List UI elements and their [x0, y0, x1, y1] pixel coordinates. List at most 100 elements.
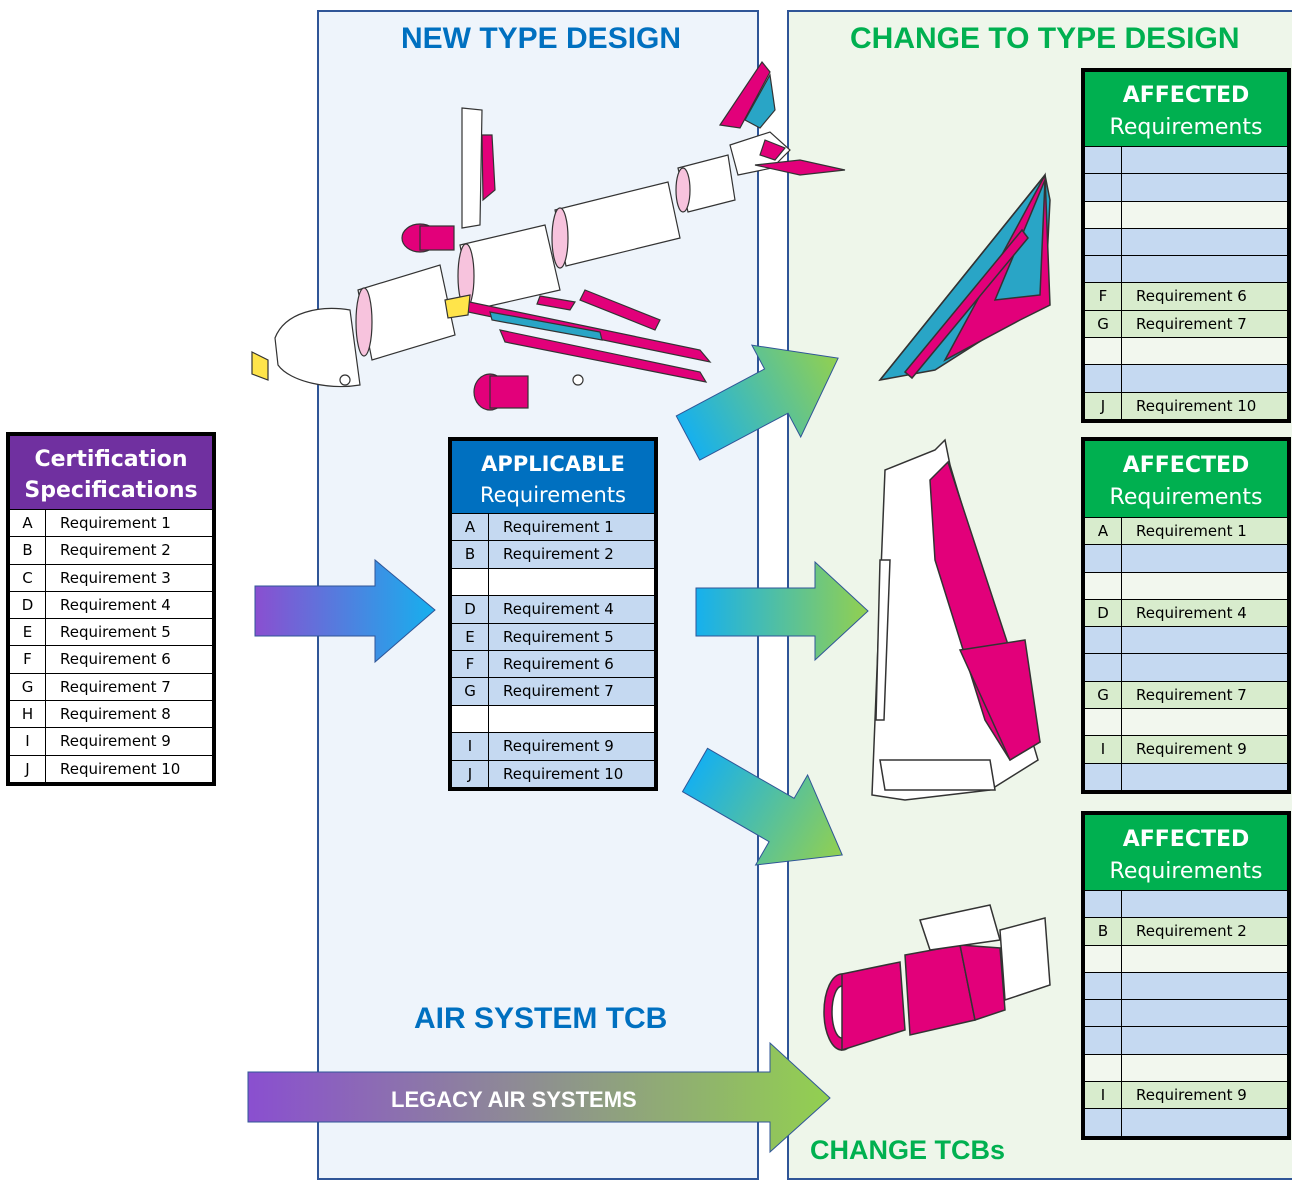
requirement-name [1122, 338, 1287, 364]
requirement-letter [1085, 1109, 1122, 1136]
requirement-row: A Requirement 1 [452, 513, 654, 541]
requirement-letter: A [10, 510, 46, 537]
requirement-row: I Requirement 9 [452, 732, 654, 760]
requirement-letter: G [10, 673, 46, 701]
requirement-row [1085, 708, 1287, 736]
requirement-row [1085, 890, 1287, 918]
requirement-letter [1085, 891, 1122, 918]
requirement-name: Requirement 10 [503, 764, 624, 783]
requirement-row [452, 704, 654, 733]
heading-change-to-type-design: CHANGE TO TYPE DESIGN [850, 22, 1240, 55]
requirement-letter: C [10, 564, 46, 591]
requirement-letter: I [1085, 1082, 1122, 1109]
requirement-row [1085, 999, 1287, 1027]
requirement-row [452, 567, 654, 596]
requirement-name [1122, 229, 1287, 255]
requirement-letter: B [10, 537, 46, 564]
applicable-title-line1: APPLICABLE [481, 452, 625, 476]
requirement-row [1085, 337, 1287, 365]
requirement-letter [1085, 972, 1122, 1000]
requirement-letter [1085, 1000, 1122, 1027]
requirement-row [1085, 544, 1287, 572]
requirement-name: Requirement 4 [1136, 603, 1247, 622]
requirement-letter [1085, 338, 1122, 365]
requirement-name [1122, 1027, 1287, 1053]
requirement-name: Requirement 9 [503, 737, 614, 756]
requirement-name: Requirement 7 [1136, 685, 1247, 704]
requirement-row [1085, 626, 1287, 654]
requirement-letter: I [452, 733, 489, 760]
requirement-name: Requirement 9 [1136, 740, 1247, 759]
wing-illustration [871, 438, 1041, 801]
heading-new-type-design: NEW TYPE DESIGN [401, 22, 682, 55]
requirement-row [1085, 173, 1287, 201]
affected-title-line1: AFFECTED [1122, 83, 1250, 108]
requirement-letter [1085, 945, 1122, 972]
requirement-row: I Requirement 9 [1085, 1081, 1287, 1109]
requirement-row: D Requirement 4 [1085, 598, 1287, 627]
arrow-certification-to-applicable [254, 558, 436, 664]
requirement-name: Requirement 4 [60, 595, 171, 614]
certification-title-line1: Certification [34, 447, 188, 472]
requirement-name: Requirement 2 [503, 545, 614, 564]
requirement-name: Requirement 7 [60, 677, 171, 696]
affected-title-line2: Requirements [1109, 485, 1263, 510]
requirement-letter: A [1085, 518, 1122, 545]
requirement-name: Requirement 5 [503, 627, 614, 646]
requirement-letter: G [452, 678, 489, 705]
requirement-row: H Requirement 8 [10, 700, 212, 728]
requirement-name: Requirement 9 [1136, 1086, 1247, 1105]
requirement-row [1085, 762, 1287, 790]
requirement-name [1122, 764, 1287, 790]
requirement-letter [1085, 228, 1122, 256]
requirement-letter: E [452, 623, 489, 650]
requirement-row: E Requirement 5 [452, 622, 654, 650]
requirement-letter [1085, 709, 1122, 736]
heading-air-system-tcb: AIR SYSTEM TCB [414, 1002, 668, 1035]
requirement-name [1122, 709, 1287, 735]
requirement-name: Requirement 6 [1136, 287, 1247, 306]
requirement-name: Requirement 4 [503, 600, 614, 619]
requirement-letter: H [10, 701, 46, 728]
affected-title-line2: Requirements [1109, 859, 1263, 884]
requirement-letter [1085, 572, 1122, 599]
requirement-letter: D [1085, 599, 1122, 627]
applicable-title-line2: Requirements [480, 483, 626, 507]
requirement-letter: D [452, 596, 489, 623]
requirement-row: A Requirement 1 [1085, 517, 1287, 545]
requirement-name [1122, 654, 1287, 680]
requirement-row [1085, 1053, 1287, 1082]
affected-table-header: AFFECTED Requirements [1085, 815, 1287, 890]
requirement-name: Requirement 1 [503, 518, 614, 536]
requirement-row: G Requirement 7 [10, 672, 212, 701]
requirement-name: Requirement 1 [1136, 522, 1247, 540]
requirement-name: Requirement 3 [60, 568, 171, 587]
requirement-name: Requirement 8 [60, 705, 171, 724]
requirement-name [1122, 891, 1287, 917]
affected-table-header: AFFECTED Requirements [1085, 441, 1287, 517]
requirement-name [1122, 202, 1287, 228]
arrow-to-tail [675, 344, 839, 461]
affected-table-header: AFFECTED Requirements [1085, 72, 1287, 146]
requirement-name [489, 706, 654, 732]
certification-table-header: Certification Specifications [10, 436, 212, 509]
requirement-letter [452, 568, 489, 596]
requirement-letter: E [10, 619, 46, 646]
requirement-letter: A [452, 514, 489, 541]
requirement-letter [1085, 654, 1122, 681]
requirement-letter [1085, 256, 1122, 283]
requirement-name [1122, 256, 1287, 282]
